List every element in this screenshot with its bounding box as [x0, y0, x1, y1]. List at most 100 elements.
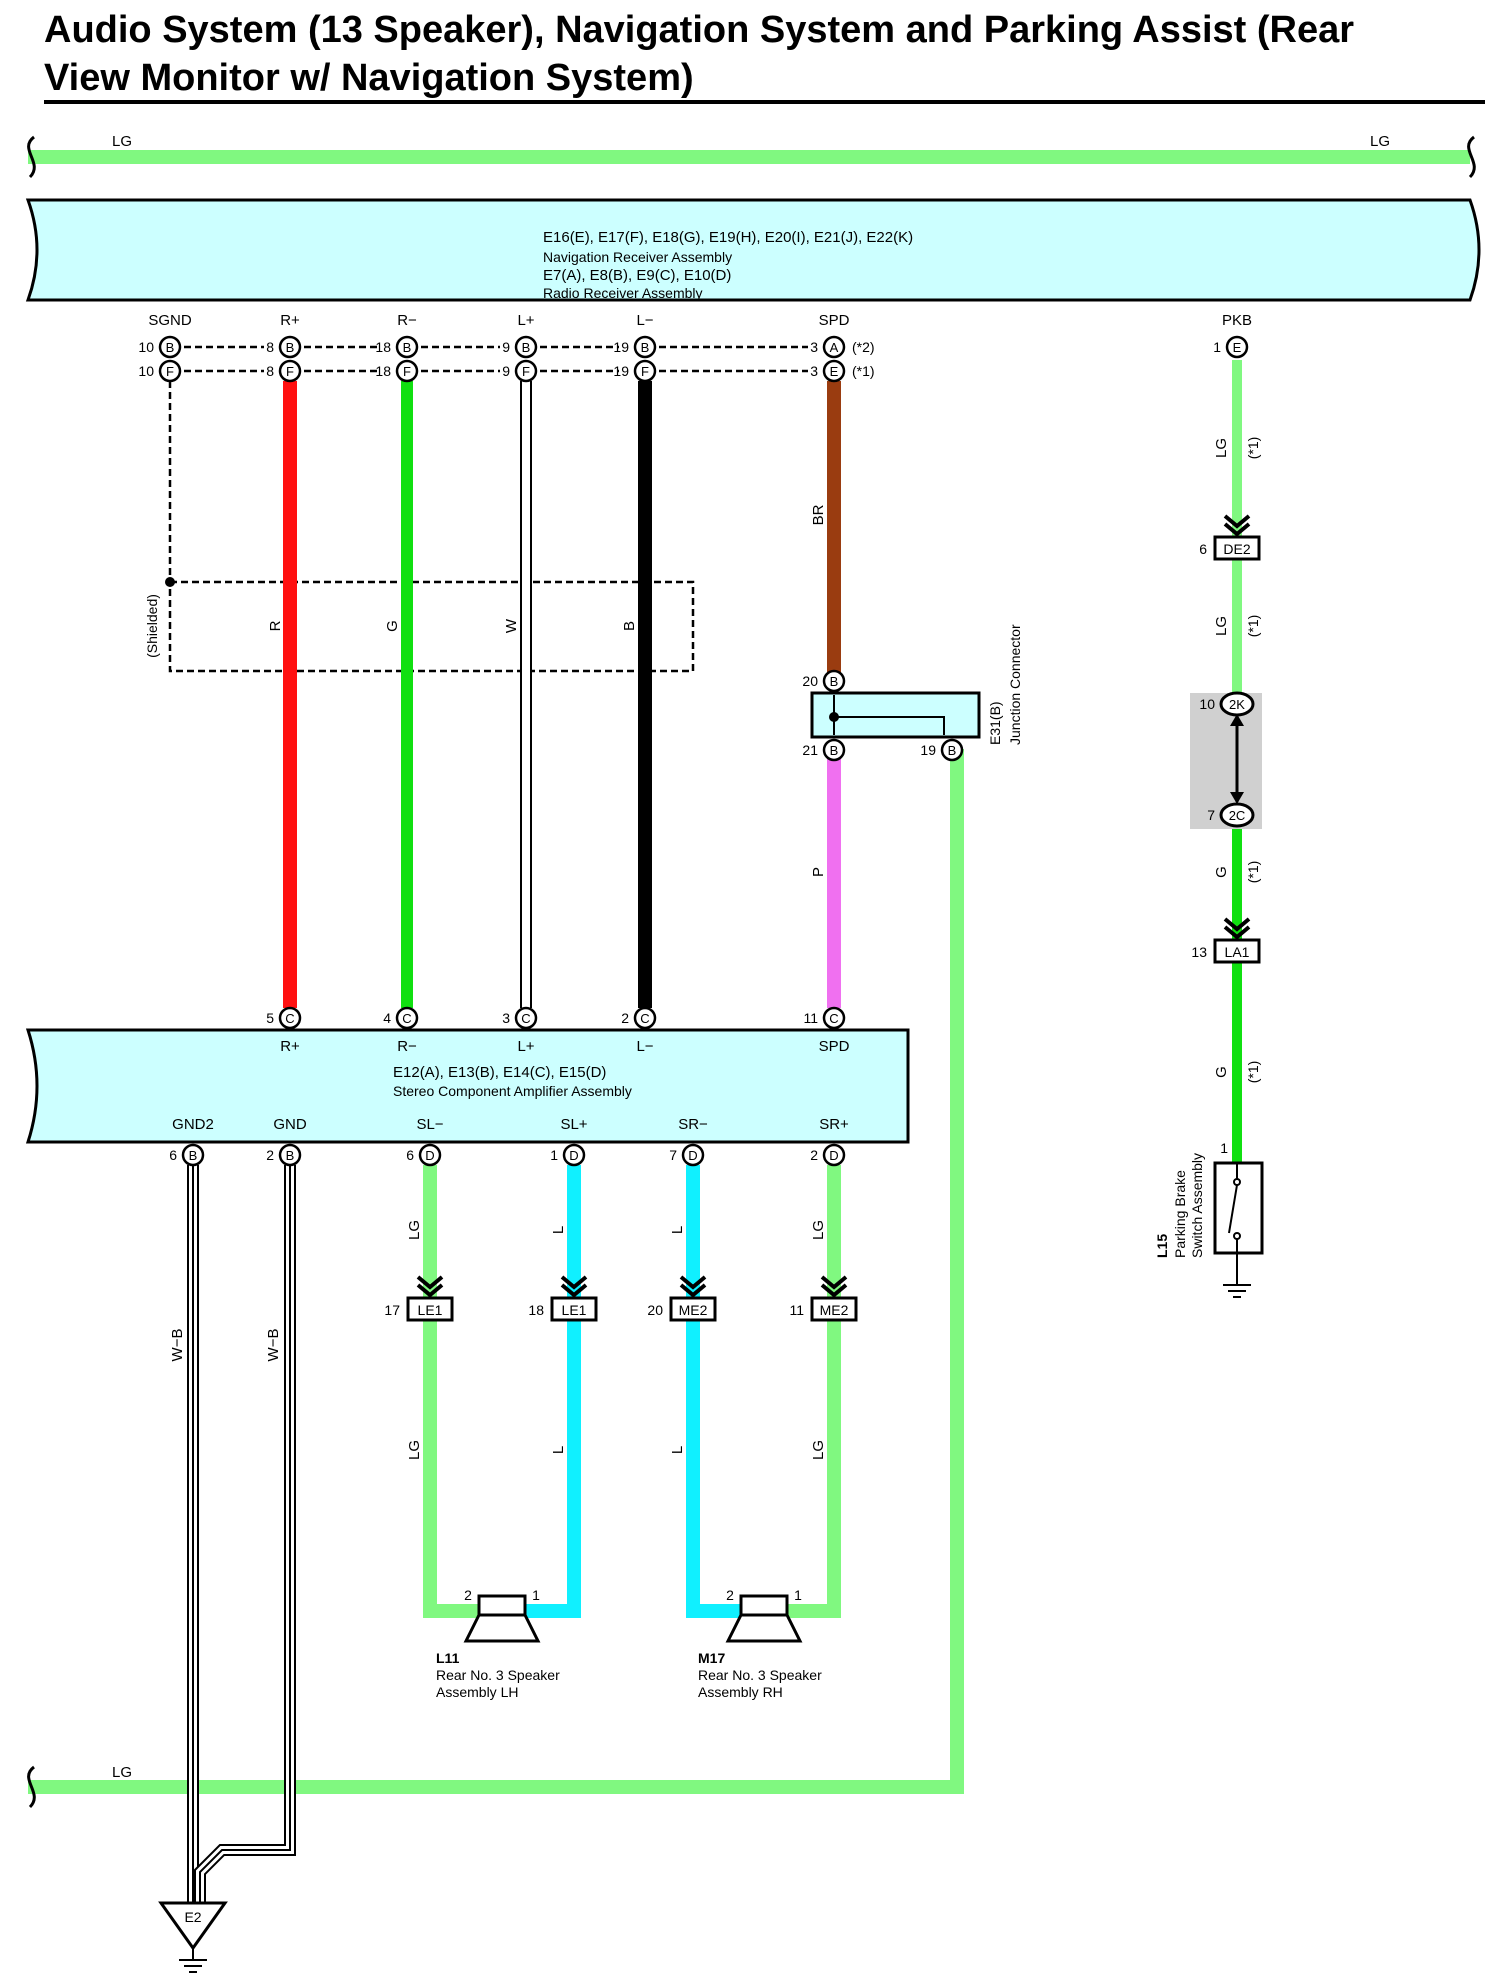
wire-br-label: BR: [810, 504, 827, 525]
amp-top-pin-4-letter: C: [829, 1011, 838, 1026]
junction-pin-21-circle: [822, 738, 846, 762]
amp-top-pin-0-letter: C: [285, 1011, 294, 1026]
wire-p-label: P: [810, 867, 827, 877]
junction-pin-19-letter: B: [948, 743, 957, 758]
wire-sr-plus-label-1: LG: [810, 1220, 827, 1240]
inline-me2-20-box: [669, 1296, 717, 1322]
switch-contact-top: [1233, 1178, 1241, 1186]
shield-box: [168, 580, 695, 673]
bus-top-right-break-icon: [1467, 135, 1476, 179]
receiver-name-nav: Navigation Receiver Assembly: [543, 249, 732, 265]
speaker-l11-cone-icon: [463, 1613, 541, 1643]
title-line-2: View Monitor w/ Navigation System): [44, 57, 694, 99]
amp-top-num-3: 2: [621, 1010, 629, 1026]
inline-de2-chevron-icon: [1223, 514, 1251, 529]
receiver-row2-num-0: 10: [138, 363, 154, 379]
receiver-connectors: E16(E), E17(F), E18(G), E19(H), E20(I), …: [543, 229, 913, 246]
wire-sl-minus-label-1: LG: [406, 1220, 423, 1240]
amp-top-pin-1-circle: [395, 1006, 419, 1030]
receiver-row1-num-0: 10: [138, 339, 154, 355]
inline-me2-11-pin: 11: [789, 1302, 804, 1318]
amp-top-num-2: 3: [502, 1010, 510, 1026]
inline-me2-20-chevron2-icon: [679, 1283, 707, 1298]
receiver-terminal-0: SGND: [148, 312, 192, 329]
amp-bottom-num-1: 2: [266, 1147, 274, 1163]
junction-pin-21-num: 21: [802, 742, 818, 758]
amp-top-label-3: L−: [636, 1038, 653, 1055]
wire-pkb-seg2-label: LG: [1213, 616, 1230, 636]
amp-top-num-0: 5: [266, 1010, 274, 1026]
amp-bottom-pin-0-letter: B: [189, 1148, 198, 1163]
receiver-pkb-pin-circle: [1225, 335, 1249, 359]
amp-bottom-pin-5-circle: [822, 1143, 846, 1167]
junction-pin-20-letter: B: [830, 674, 839, 689]
inline-de2-label: DE2: [1223, 541, 1250, 557]
wire-pkb-seg2-note: (*1): [1245, 615, 1261, 638]
inline-me2-11-box: [810, 1296, 858, 1322]
inline-me2-20-pin: 20: [647, 1302, 663, 1318]
receiver-row1-pin-5-letter: A: [830, 340, 839, 355]
speaker-m17-name-1: Rear No. 3 Speaker: [698, 1667, 822, 1683]
wire-sl-minus: [423, 1165, 488, 1618]
receiver-row2-num-5: 3: [810, 363, 818, 379]
amp-bottom-pin-4-letter: D: [688, 1148, 697, 1163]
inline-le1-17-chevron2-icon: [416, 1283, 444, 1298]
bus-bottom-left-label: LG: [112, 1764, 132, 1781]
receiver-row1-num-3: 9: [502, 339, 510, 355]
amp-top-num-1: 4: [383, 1010, 391, 1026]
bus-bottom-wire: [28, 749, 964, 1794]
amp-bottom-pin-1-letter: B: [286, 1148, 295, 1163]
amp-bottom-pin-4-circle: [681, 1143, 705, 1167]
wire-sr-minus: [686, 1165, 750, 1618]
wire-gnd-label: W−B: [265, 1329, 282, 1362]
amp-bottom-num-4: 7: [669, 1147, 677, 1163]
receiver-row1-pin-3-circle: [514, 335, 538, 359]
amp-top-num-4: 11: [803, 1010, 818, 1026]
relay-arrow-down-icon: [1230, 792, 1244, 804]
relay-2k-pin: 10: [1199, 696, 1215, 712]
amp-bottom-pin-3-circle: [562, 1143, 586, 1167]
receiver-pkb-pin-letter: E: [1233, 340, 1242, 355]
switch-contact-bottom: [1233, 1232, 1241, 1240]
receiver-row2-num-4: 19: [613, 363, 629, 379]
receiver-row1-pin-2-letter: B: [403, 340, 412, 355]
amp-top-pin-3-circle: [633, 1006, 657, 1030]
relay-2c-pin: 7: [1207, 807, 1215, 823]
relay-2c-oval: [1219, 802, 1255, 828]
speaker-l11-name-2: Assembly LH: [436, 1684, 518, 1700]
switch-id: L15: [1154, 1234, 1170, 1258]
wire-pkb-seg4-note: (*1): [1245, 1061, 1261, 1084]
amp-bottom-pin-1-circle: [278, 1143, 302, 1167]
wire-sl-plus-label-1: L: [550, 1226, 567, 1234]
junction-pin-21-letter: B: [830, 743, 839, 758]
wire-pkb-seg3-label: G: [1213, 866, 1230, 878]
receiver-row2-pin-5-letter: E: [830, 364, 839, 379]
wire-gnd2-label: W−B: [169, 1329, 186, 1362]
inline-le1-17-box: [406, 1296, 454, 1322]
amp-top-pin-1-letter: C: [402, 1011, 411, 1026]
ground-e2-triangle: [158, 1901, 228, 1951]
speaker-l11-magnet: [477, 1594, 527, 1617]
inline-la1-chevron2-icon: [1223, 925, 1251, 940]
receiver-row2-pin-3-circle: [514, 359, 538, 383]
receiver-row1-num-2: 18: [375, 339, 391, 355]
amp-bottom-num-3: 1: [550, 1147, 558, 1163]
inline-le1-18-box: [550, 1296, 598, 1322]
wire-sr-minus-label-1: L: [669, 1226, 686, 1234]
inline-me2-11-chevron2-icon: [820, 1283, 848, 1298]
amp-top-label-0: R+: [280, 1038, 300, 1055]
receiver-row1-note: (*2): [852, 339, 875, 355]
amp-bottom-label-4: SR−: [678, 1116, 708, 1133]
receiver-terminal-6: PKB: [1222, 312, 1252, 329]
receiver-row1-pin-4-letter: B: [641, 340, 650, 355]
receiver-connectors2: E7(A), E8(B), E9(C), E10(D): [543, 267, 731, 284]
receiver-row1-pin-4-circle: [633, 335, 657, 359]
amp-bottom-num-5: 2: [810, 1147, 818, 1163]
receiver-row1-pin-1-circle: [278, 335, 302, 359]
bus-top-left-break-icon: [27, 135, 36, 179]
amp-top-label-1: R−: [397, 1038, 417, 1055]
receiver-row2-pin-4-circle: [633, 359, 657, 383]
junction-pin-19-circle: [940, 738, 964, 762]
speaker-m17-name-2: Assembly RH: [698, 1684, 783, 1700]
